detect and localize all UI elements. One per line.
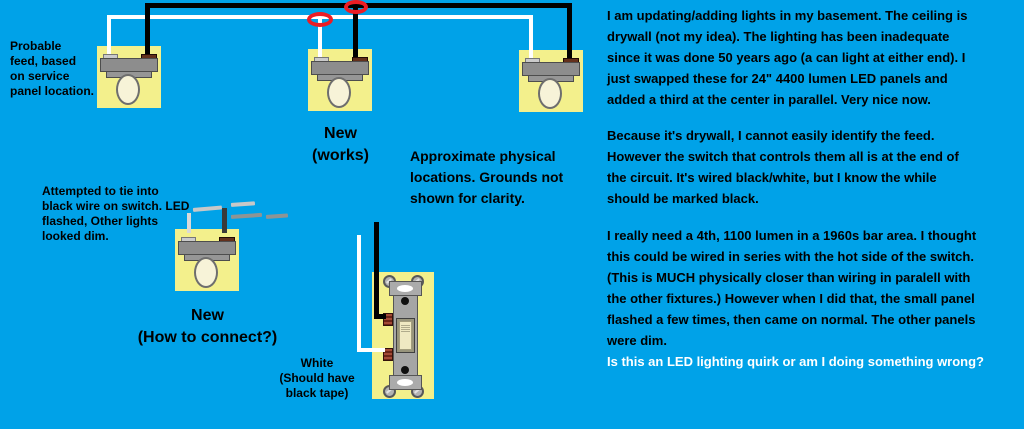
white-wire-stub: [187, 213, 191, 233]
light-bulb: [538, 78, 562, 109]
light-bulb: [194, 257, 218, 288]
light-bulb: [116, 74, 140, 105]
black-wire-drop-feed: [145, 3, 150, 54]
probable-feed-label: Probable feed, based on service panel lo…: [10, 39, 95, 98]
narrative-paragraph-1: I am updating/adding lights in my baseme…: [607, 8, 968, 107]
white-wire-drop-feed: [107, 15, 111, 54]
narrative-paragraph-2: Because it's drywall, I cannot easily id…: [607, 128, 959, 206]
mounting-slot: [397, 285, 413, 292]
white-wire-to-switch-elbow: [357, 348, 385, 352]
light-fixture-end: [519, 50, 583, 112]
black-wire-to-switch-elbow: [374, 314, 386, 319]
white-tape-label: White (Should have black tape): [279, 356, 355, 400]
switch-toggle-recess: [396, 318, 415, 353]
dashed-black-wire-segment: [265, 213, 289, 219]
switch-mounting-flange-top: [389, 281, 422, 296]
switch-mounting-flange-bottom: [389, 375, 422, 390]
switch-toggle-handle: [399, 321, 412, 350]
white-wire-to-switch: [357, 235, 361, 351]
black-wire-stub: [222, 208, 227, 233]
light-fixture-middle-new: [308, 49, 372, 111]
toggle-ridges: [401, 325, 410, 332]
fixture-base: [311, 61, 369, 75]
light-bulb: [327, 77, 351, 108]
light-fixture-new-unconnected: [175, 229, 239, 291]
fixture-base: [522, 62, 580, 76]
switch-terminal-top: [383, 313, 393, 326]
toggle-switch-box: [372, 272, 434, 399]
white-wire-drop-middle: [318, 15, 322, 57]
narrative-text-block: I am updating/adding lights in my baseme…: [607, 5, 1024, 372]
narrative-question: Is this an LED lighting quirk or am I do…: [607, 354, 984, 369]
switch-hole-bottom: [401, 366, 409, 374]
new-how-to-connect-label: New (How to connect?): [137, 307, 278, 346]
black-wire-to-switch: [374, 222, 379, 317]
black-wire-drop-end: [567, 3, 572, 58]
red-circle-black-junction: [344, 0, 368, 14]
switch-terminal-bottom: [383, 348, 393, 361]
new-works-label: New (works): [312, 125, 369, 164]
red-circle-white-junction: [307, 12, 333, 27]
white-wire-drop-end: [529, 15, 533, 58]
dashed-black-wire-segment: [230, 212, 263, 219]
black-wire-drop-middle: [353, 3, 358, 57]
light-fixture-feed: [97, 46, 161, 108]
narrative-paragraph-3: I really need a 4th, 1100 lumen in a 196…: [607, 228, 977, 348]
attempted-tie-in-label: Attempted to tie into black wire on swit…: [42, 184, 190, 243]
approximate-locations-label: Approximate physical locations. Grounds …: [410, 148, 564, 206]
mounting-slot: [397, 379, 413, 386]
dashed-white-wire-segment: [230, 201, 256, 207]
switch-hole-top: [401, 297, 409, 305]
